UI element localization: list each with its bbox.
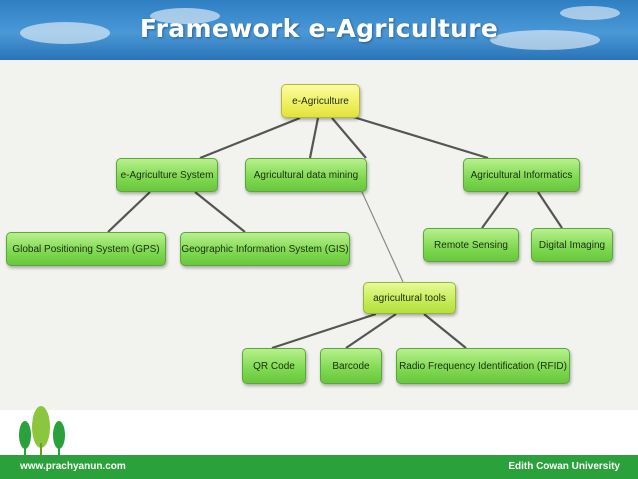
- edge-system-gis: [194, 191, 246, 233]
- slide-header: Framework e-Agriculture: [0, 0, 638, 60]
- node-e-agriculture-system: e-Agriculture System: [116, 158, 218, 192]
- edge-informatics-imaging: [537, 191, 563, 229]
- node-label: Agricultural data mining: [253, 169, 359, 181]
- edge-system-gps: [107, 191, 151, 233]
- node-label: Digital Imaging: [538, 239, 606, 251]
- node-label: e-Agriculture: [292, 95, 349, 107]
- node-e-agriculture: e-Agriculture: [281, 84, 360, 118]
- node-label: agricultural tools: [373, 292, 446, 304]
- node-label: Remote Sensing: [434, 239, 508, 251]
- node-label: Barcode: [332, 360, 370, 372]
- node-qr-code: QR Code: [242, 348, 306, 384]
- edge-root-system: [199, 116, 301, 160]
- edge-tools-barcode: [345, 313, 397, 349]
- node-gis: Geographic Information System (GIS): [180, 232, 350, 266]
- node-label: Agricultural Informatics: [470, 169, 573, 181]
- node-barcode: Barcode: [320, 348, 382, 384]
- cloud-decoration: [490, 30, 600, 50]
- slide-footer: www.prachyanun.com Edith Cowan Universit…: [0, 455, 638, 479]
- slide-title: Framework e-Agriculture: [139, 14, 499, 43]
- node-label: QR Code: [253, 360, 295, 372]
- cloud-decoration: [150, 8, 220, 24]
- footer-university: Edith Cowan University: [508, 461, 620, 472]
- cloud-decoration: [560, 6, 620, 20]
- cloud-decoration: [20, 22, 110, 44]
- edge-datamining-tools: [361, 191, 404, 283]
- edge-root-datamining: [308, 117, 320, 159]
- node-remote-sensing: Remote Sensing: [423, 228, 519, 262]
- node-digital-imaging: Digital Imaging: [531, 228, 613, 262]
- edge-informatics-remote: [481, 191, 509, 229]
- node-agricultural-data-mining: Agricultural data mining: [245, 158, 367, 192]
- node-label: e-Agriculture System: [120, 169, 214, 181]
- edge-tools-qr: [271, 312, 377, 350]
- node-gps: Global Positioning System (GPS): [6, 232, 166, 266]
- node-label: Global Positioning System (GPS): [12, 243, 160, 255]
- edge-root-informatics: [349, 114, 489, 160]
- node-label: Geographic Information System (GIS): [181, 243, 349, 255]
- tree-logo-icon: [19, 406, 65, 457]
- edge-root-tools: [331, 117, 367, 159]
- node-label: Radio Frequency Identification (RFID): [399, 360, 567, 372]
- edge-tools-rfid: [423, 313, 467, 349]
- footer-website: www.prachyanun.com: [20, 461, 126, 472]
- node-agricultural-tools: agricultural tools: [363, 282, 456, 314]
- node-agricultural-informatics: Agricultural Informatics: [463, 158, 580, 192]
- node-rfid: Radio Frequency Identification (RFID): [396, 348, 570, 384]
